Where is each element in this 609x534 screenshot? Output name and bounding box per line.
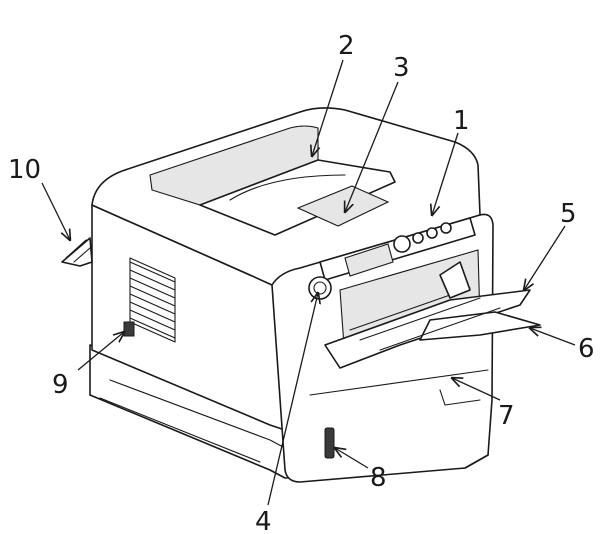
callout-1: 1 <box>453 106 470 136</box>
callout-10: 10 <box>8 155 41 185</box>
callout-2: 2 <box>338 31 355 61</box>
leader-10 <box>42 183 70 240</box>
rear-paper-guide <box>62 238 92 266</box>
leader-6 <box>530 328 575 345</box>
cover-release-button[interactable] <box>309 277 331 299</box>
callout-4: 4 <box>255 507 272 534</box>
callout-9: 9 <box>52 370 69 400</box>
enter-button[interactable] <box>413 233 423 243</box>
cancel-button[interactable] <box>441 223 451 233</box>
printer-illustration <box>62 108 540 482</box>
power-switch[interactable] <box>124 322 134 336</box>
callout-7: 7 <box>498 401 515 431</box>
paper-level-gauge <box>325 428 334 458</box>
callout-8: 8 <box>370 463 387 493</box>
callout-5: 5 <box>560 199 577 229</box>
leader-5 <box>524 226 565 290</box>
callout-6: 6 <box>578 334 595 364</box>
callout-3: 3 <box>393 53 410 83</box>
arrow-keys[interactable] <box>394 236 410 252</box>
back-button[interactable] <box>427 228 437 238</box>
